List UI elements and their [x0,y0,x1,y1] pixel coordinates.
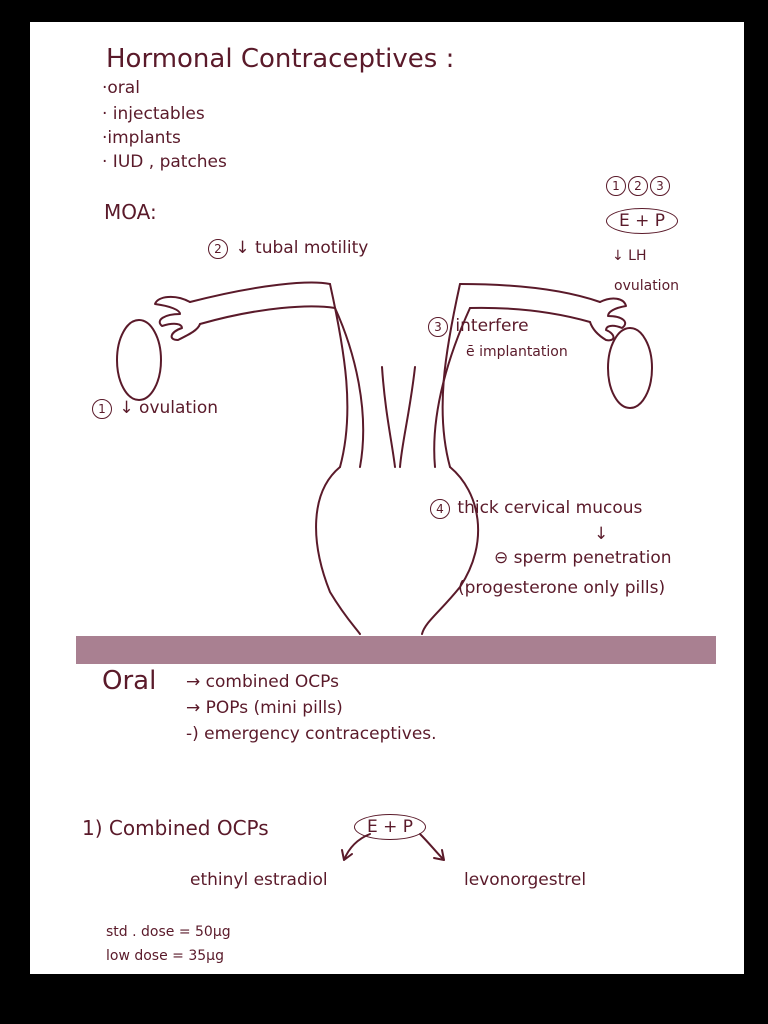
section-divider [76,636,716,664]
circled-number: 1 [92,399,112,419]
moa-text: ↓ tubal motility [235,238,368,258]
oral-label: Oral [102,666,156,696]
moa-text: ↓ ovulation [119,398,218,418]
left-fimbriae [155,297,200,340]
moa-item-interfere: 3 interfere [428,316,529,337]
right-fallopian-tube [460,284,600,302]
cervix [316,467,478,634]
dose-line: std . dose = 50μg [106,924,231,940]
right-fimbriae [590,299,626,341]
circled-number: 3 [428,317,448,337]
type-list-item: ·implants [102,128,181,148]
side-note-box: E + P [606,208,678,234]
moa-text: thick cervical mucous [457,498,642,518]
e-plus-p-oval: E + P [606,208,678,234]
left-ovary [117,320,161,400]
oral-item: -) emergency contraceptives. [186,724,437,744]
right-ovary [608,328,652,408]
moa-item-mucous: 4 thick cervical mucous [430,498,642,519]
combined-box: E + P [354,814,426,840]
notes-page: Hormonal Contraceptives : ·oral · inject… [30,22,744,974]
left-fallopian-tube-lower [200,306,335,324]
page-title: Hormonal Contraceptives : [106,44,454,74]
down-arrow: ↓ [594,524,608,544]
side-note-ovulation: ovulation [614,278,679,294]
oral-item: → combined OCPs [186,672,339,692]
combined-label: 1) Combined OCPs [82,816,269,840]
circled-number: 2 [628,176,648,196]
circled-number: 1 [606,176,626,196]
dose-line: low dose = 35μg [106,948,224,964]
implantation-text: ē implantation [466,344,568,360]
right-component: levonorgestrel [464,870,586,890]
circled-number: 2 [208,239,228,259]
type-list-item: ·oral [102,78,140,98]
uterus-left-wall [330,284,347,467]
progesterone-text: (progesterone only pills) [458,578,665,598]
circled-number: 3 [650,176,670,196]
moa-item-tubal: 2 ↓ tubal motility [208,238,368,259]
type-list-item: · IUD , patches [102,152,227,172]
oral-item: → POPs (mini pills) [186,698,343,718]
type-list-item: · injectables [102,104,205,124]
sperm-text: ⊖ sperm penetration [494,548,672,568]
side-note-lh: ↓ LH [612,248,647,264]
e-plus-p-oval: E + P [354,814,426,840]
moa-text: interfere [455,316,528,336]
circled-number: 4 [430,499,450,519]
left-component: ethinyl estradiol [190,870,328,890]
left-fallopian-tube [190,283,330,302]
moa-label: MOA: [104,200,157,224]
moa-item-ovulation: 1 ↓ ovulation [92,398,218,419]
